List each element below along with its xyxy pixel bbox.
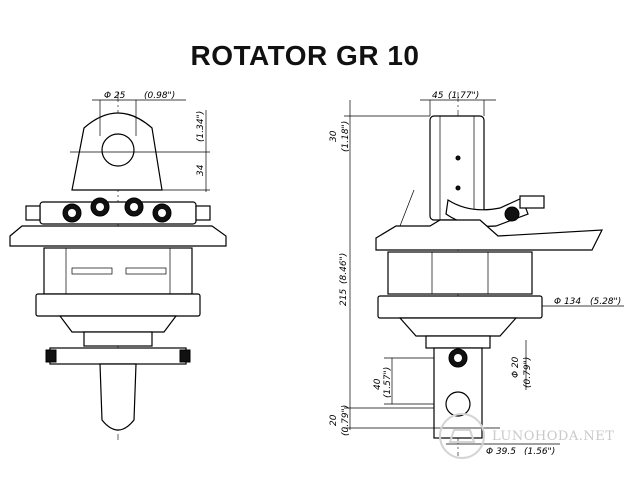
drawing-title: ROTATOR GR 10 (190, 40, 420, 71)
front-pin-dia: Φ 25 (104, 91, 126, 101)
front-view (9, 92, 227, 440)
front-pin-height: 34 (196, 164, 206, 176)
side-top: 30 (329, 130, 339, 142)
side-total: 215 (339, 289, 349, 306)
side-top-in: (1.18") (341, 121, 351, 152)
side-bottom-in: (0.79") (341, 405, 351, 436)
side-view (344, 92, 624, 456)
side-total-in: (8.46") (339, 253, 349, 284)
side-width-in: (1.77") (448, 91, 479, 101)
front-pin-height-in: (1.34") (196, 111, 206, 142)
watermark (439, 413, 485, 459)
side-shaft-len: 40 (373, 378, 383, 390)
front-pin-dia-in: (0.98") (144, 91, 175, 101)
watermark-text: LUNOHODA.NET (492, 429, 614, 444)
side-shaft-dia: Φ 20 (511, 356, 521, 378)
side-width: 45 (432, 91, 444, 101)
side-bottom-dia-in: (1.56") (524, 447, 555, 457)
side-body-dia: Φ 134 (554, 297, 581, 307)
side-shaft-dia-in: (0.79") (523, 357, 533, 388)
side-bottom: 20 (329, 414, 339, 426)
side-shaft-len-in: (1.57") (383, 367, 393, 398)
side-body-dia-in: (5.28") (590, 297, 621, 307)
side-bottom-dia: Φ 39.5 (486, 447, 516, 457)
